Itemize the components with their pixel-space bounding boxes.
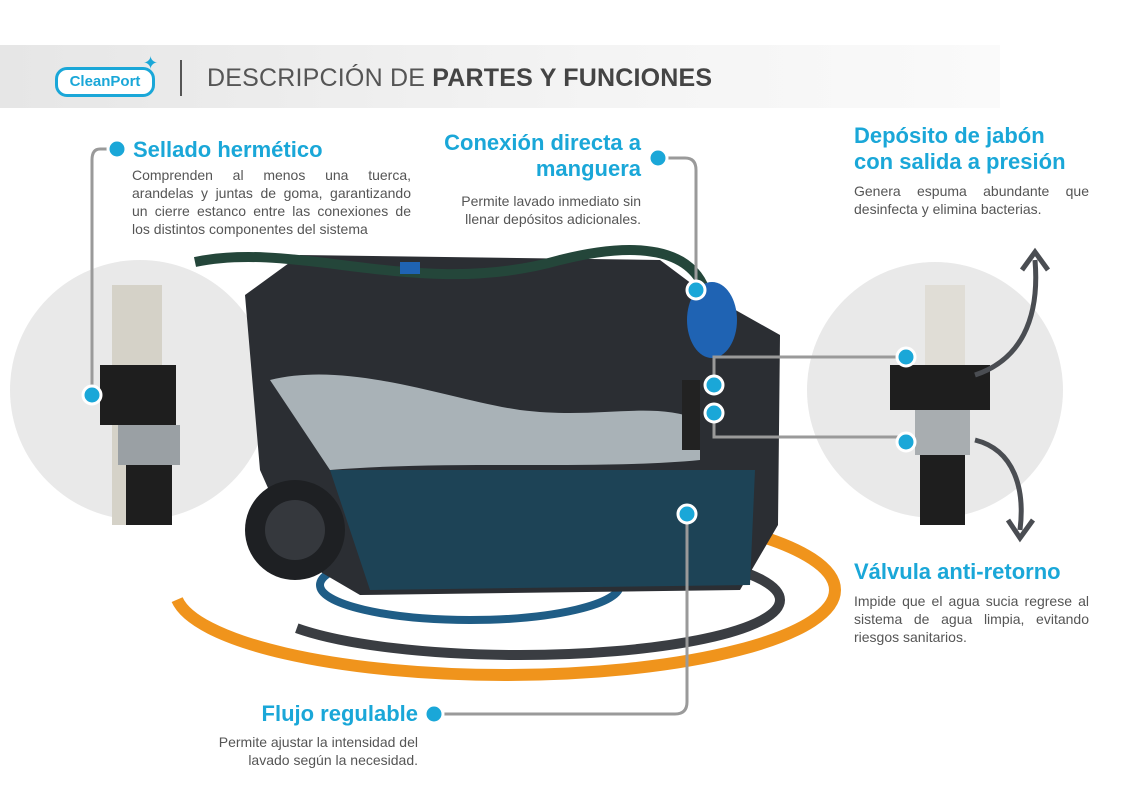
callout-dot xyxy=(647,147,669,169)
foam xyxy=(270,374,700,470)
callout-dot xyxy=(895,346,917,368)
cleanport-logo: CleanPort xyxy=(55,67,155,97)
callout-dot xyxy=(703,402,725,424)
arrow-down-icon xyxy=(974,437,1024,531)
header-divider xyxy=(180,60,182,96)
water-tank xyxy=(330,470,755,590)
sparkle-icon: ✦ xyxy=(143,53,159,73)
callout-dot xyxy=(676,503,698,525)
valvula-body: Impide que el agua sucia regrese al sist… xyxy=(854,593,1089,645)
callout-dot xyxy=(685,279,707,301)
deposito-body: Genera espuma abundante que desinfecta y… xyxy=(854,183,1089,217)
callout-dot xyxy=(703,374,725,396)
valvula-title: Válvula anti-retorno xyxy=(854,559,1061,584)
page-title: DESCRIPCIÓN DE PARTES Y FUNCIONES xyxy=(207,64,713,92)
callout-dot xyxy=(81,384,103,406)
callout-dot xyxy=(423,703,445,725)
valve-part xyxy=(925,285,965,365)
hose xyxy=(193,245,710,292)
callout-dot xyxy=(106,138,128,160)
nozzle xyxy=(682,380,700,450)
hose-connector xyxy=(687,282,737,358)
header-band xyxy=(0,45,1000,108)
callout-dot xyxy=(895,431,917,453)
sellado-title: Sellado hermético xyxy=(133,137,323,162)
arrow-up-icon xyxy=(974,259,1039,378)
flujo-title: Flujo regulable xyxy=(261,701,418,726)
sellado-body: Comprenden al menos una tuerca, arandela… xyxy=(132,167,411,237)
